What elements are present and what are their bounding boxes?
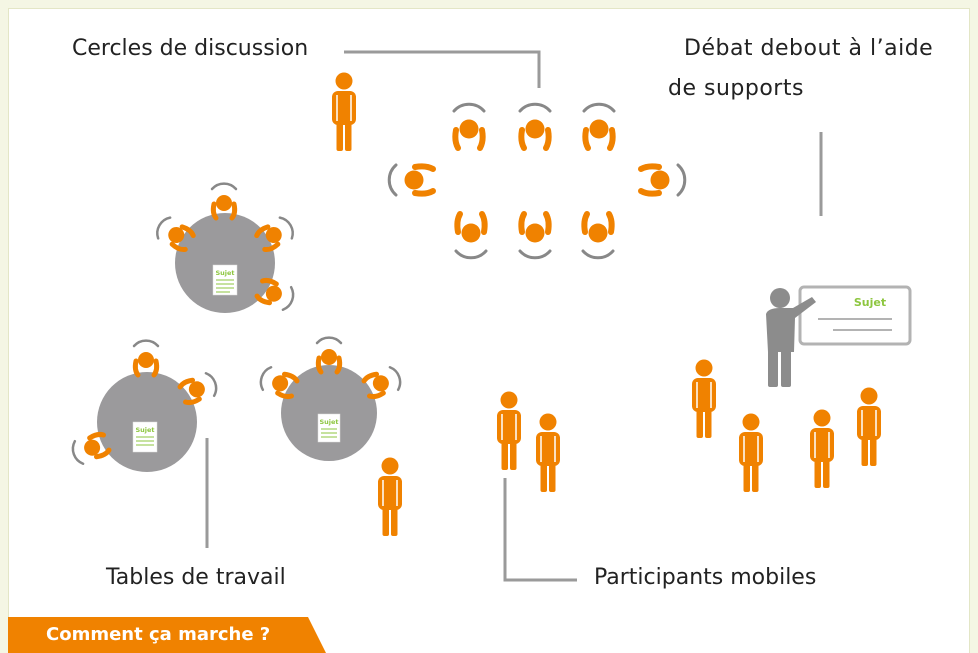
seated-person-icon [454,104,484,148]
seated-person-icon [179,371,220,405]
label-debat-debout-line1: Débat debout à l’aide [684,36,934,61]
seated-person-icon [583,214,613,258]
topic-sheet-icon: Sujet [212,264,238,296]
label-debat-debout-line2: de supports [668,76,804,101]
connector-lines [205,50,823,582]
topic-sheet-label: Sujet [319,418,338,426]
mobiles-leader-line [503,478,577,582]
seated-person-icon [456,214,486,258]
standing-person-icon [691,358,717,439]
seated-person-icon [520,104,550,148]
board-label: Sujet [854,296,886,309]
footer-tab-shape [8,617,326,653]
standing-person-icon [738,412,764,493]
discussion-circle-group [331,71,685,258]
seated-person-icon [70,431,111,465]
label-participants-mobiles: Participants mobiles [594,565,817,590]
seated-person-icon [641,165,685,195]
topic-sheet-icon: Sujet [317,413,341,443]
seated-person-icon [584,104,614,148]
label-tables-de-travail: Tables de travail [106,565,286,590]
table-top [281,365,377,461]
footer-tab: Comment ça marche ? [8,617,326,653]
work-table-2: Sujet [70,341,219,472]
topic-sheet-label: Sujet [215,269,234,277]
walking-person-icon [496,390,522,471]
table-top [175,213,275,313]
standing-person-icon [809,408,835,489]
standing-person-icon [856,386,882,467]
debate-group: Sujet [691,285,912,493]
standing-person-icon [331,71,357,152]
seated-person-icon [363,365,404,399]
footer-label: Comment ça marche ? [46,624,271,645]
seated-person-icon [389,165,433,195]
cercles-leader-line [344,50,541,88]
topic-sheet-icon: Sujet [132,421,158,453]
presentation-board-icon: Sujet [798,285,912,346]
work-table-1: Sujet [153,184,296,313]
topic-sheet-label: Sujet [135,426,154,434]
label-cercles-de-discussion: Cercles de discussion [72,36,309,61]
seated-person-icon [134,341,158,375]
presenter-icon [766,288,816,387]
work-table-3: Sujet [258,338,404,537]
seated-person-icon [520,214,550,258]
seated-person-icon [212,184,236,218]
walking-person-icon [535,412,561,493]
standing-person-icon [377,456,403,537]
mobile-participants-group [496,390,561,493]
